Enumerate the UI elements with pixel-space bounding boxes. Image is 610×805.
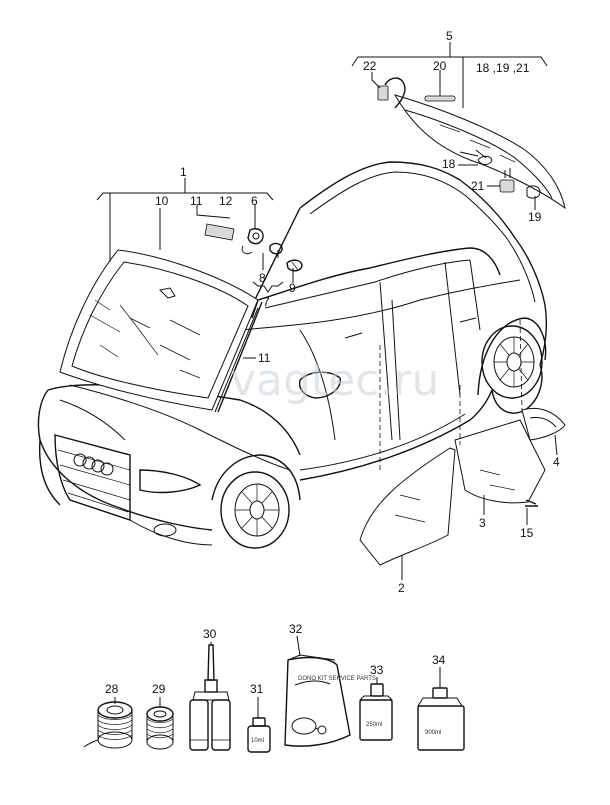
callout-9: 9	[289, 281, 296, 295]
rear-window	[377, 77, 566, 210]
callout-20: 20	[433, 59, 447, 73]
callout-8: 8	[259, 271, 266, 285]
tape-roll-29	[146, 706, 174, 750]
bottle-33: 250ml	[358, 683, 394, 741]
adhesive-cartridge-30	[189, 644, 231, 751]
callout-33: 33	[370, 663, 384, 677]
accessory-leaders	[114, 635, 441, 718]
watermark: vagtec.ru	[230, 355, 439, 406]
callout-1: 1	[180, 165, 187, 179]
bag-32-label: DONO KIT SERVICE PARTS	[298, 676, 376, 682]
callout-18-19-21: 18 ,19 ,21	[476, 61, 530, 75]
door-glasses	[359, 319, 566, 566]
windscreen	[59, 249, 263, 413]
callout-12: 12	[219, 194, 233, 208]
callout-7: 7	[263, 295, 270, 309]
callout-21: 21	[471, 179, 485, 193]
callout-18: 18	[442, 157, 456, 171]
bottle-31: 10ml	[247, 717, 271, 753]
callout-19: 19	[528, 210, 542, 224]
callout-29: 29	[152, 682, 166, 696]
callout-22: 22	[363, 59, 377, 73]
bottle-31-label: 10ml	[251, 738, 264, 744]
callout-31: 31	[250, 682, 264, 696]
callout-numbers: 1 10 11 12 6 8 9 7 11 5 22 20 18 ,19 ,21…	[105, 29, 560, 696]
callout-2: 2	[398, 581, 405, 595]
car-body	[37, 161, 548, 549]
callout-30: 30	[203, 627, 217, 641]
callout-28: 28	[105, 682, 119, 696]
callout-10: 10	[155, 194, 169, 208]
callout-15: 15	[520, 526, 534, 540]
small-clips	[204, 223, 303, 272]
tape-roll-28	[83, 701, 133, 749]
callout-11-top: 11	[190, 194, 203, 208]
leader-lines	[96, 42, 558, 580]
callout-4: 4	[553, 455, 560, 469]
callout-5: 5	[446, 29, 453, 43]
callout-3: 3	[479, 516, 486, 530]
bottle-34: 900ml	[417, 687, 465, 751]
callout-34: 34	[432, 653, 446, 667]
bottle-33-label: 250ml	[366, 722, 382, 728]
callout-11-lower: 11	[258, 351, 271, 365]
callout-6: 6	[251, 194, 258, 208]
bottle-34-label: 900ml	[425, 730, 441, 736]
callout-32: 32	[289, 622, 303, 636]
